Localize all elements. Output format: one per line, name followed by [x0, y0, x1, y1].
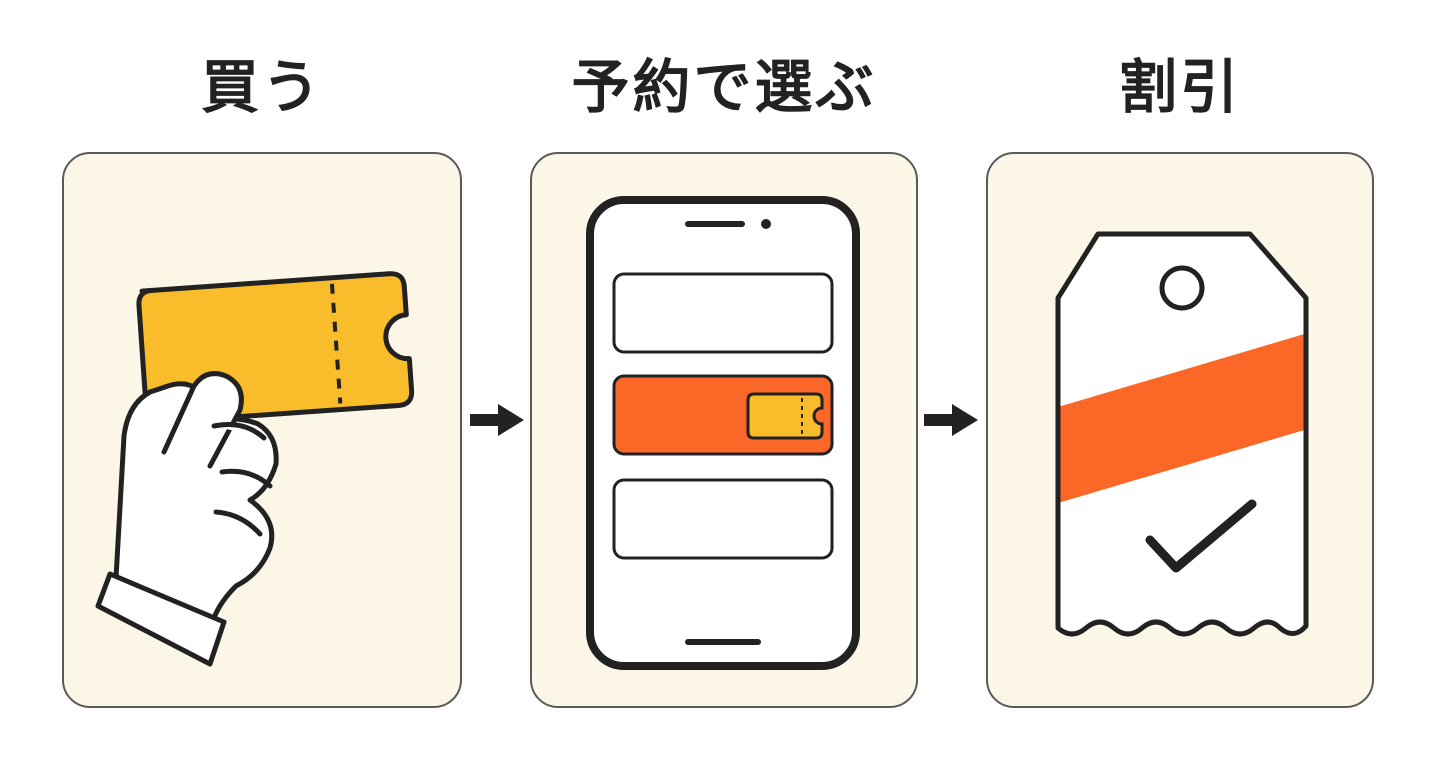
hand-holding-ticket-icon [95, 271, 415, 667]
list-option [612, 478, 834, 560]
arrow-right-icon [924, 404, 978, 436]
mini-ticket-icon [746, 392, 824, 440]
step-panel-reserve [530, 152, 918, 708]
step-title-discount: 割引 [1118, 53, 1241, 121]
discount-stripe [1058, 330, 1306, 506]
step-panel-buy [62, 152, 462, 708]
check-icon [1145, 499, 1257, 573]
hand-icon [95, 371, 279, 667]
step-title-buy: 買う [200, 53, 323, 121]
tag-hole [1159, 265, 1205, 311]
step-panel-discount [986, 152, 1374, 708]
list-option [612, 272, 834, 354]
smartphone-ticket-select-icon [586, 196, 860, 670]
discount-tag-check-icon [1055, 231, 1309, 637]
arrow-right-icon [470, 404, 524, 436]
step-title-reserve: 予約で選ぶ [571, 53, 877, 121]
